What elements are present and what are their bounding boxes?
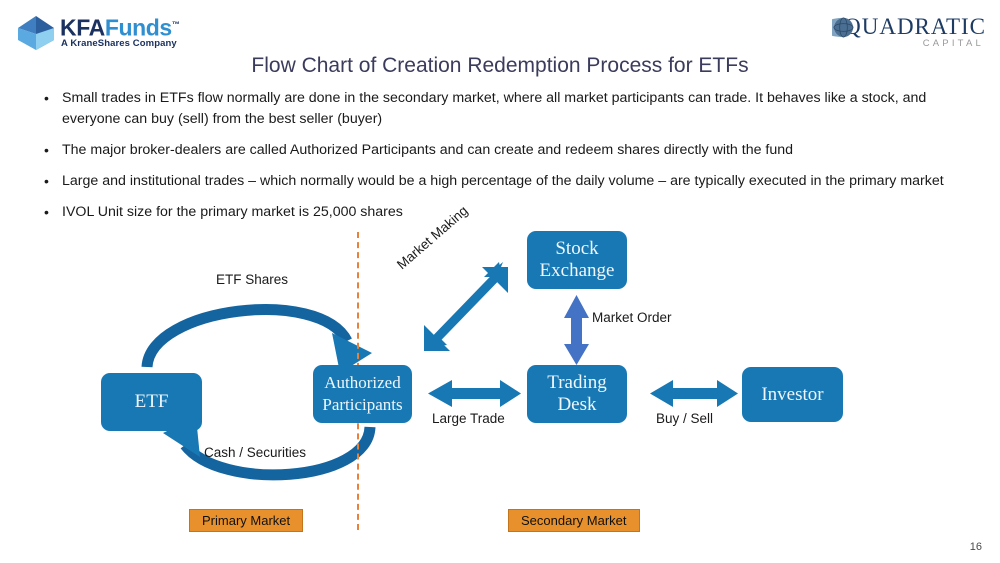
- bullet-marker: •: [44, 90, 49, 106]
- bullet-marker: •: [44, 142, 49, 158]
- kfa-tagline: A KraneShares Company: [61, 38, 177, 49]
- list-item: • Large and institutional trades – which…: [40, 171, 970, 192]
- bullet-marker: •: [44, 204, 49, 220]
- bullet-text: IVOL Unit size for the primary market is…: [62, 204, 403, 220]
- node-investor[interactable]: Investor: [742, 367, 843, 422]
- kfa-funds-logo: KFAFunds™ A KraneShares Company: [16, 12, 196, 54]
- edge-label-cash-securities: Cash / Securities: [204, 445, 307, 460]
- badge-primary-market: Primary Market: [189, 509, 304, 532]
- bullet-text: The major broker-dealers are called Auth…: [62, 142, 794, 158]
- quadratic-rest: UADRATIC: [861, 14, 986, 39]
- page-number: 16: [969, 541, 982, 553]
- globe-icon: [832, 17, 854, 38]
- large-trade-arrow: [428, 380, 521, 407]
- quadratic-capital-logo: QUADRATIC CAPITAL: [828, 14, 988, 54]
- buy-sell-arrow: [650, 380, 738, 407]
- bullet-text: Small trades in ETFs flow normally are d…: [62, 90, 927, 127]
- quadratic-subtitle: CAPITAL: [922, 38, 984, 49]
- edge-label-market-order: Market Order: [592, 310, 672, 325]
- cube-icon: [18, 16, 54, 50]
- edge-label-etf-shares: ETF Shares: [216, 272, 289, 287]
- kfa-wordmark: KFAFunds™: [60, 12, 180, 41]
- quadratic-wordmark: QUADRATIC: [844, 14, 986, 40]
- trademark-symbol: ™: [171, 20, 180, 29]
- bullet-text: Large and institutional trades – which n…: [62, 173, 944, 189]
- node-label: Investor: [761, 383, 824, 405]
- funds-word: Funds: [104, 14, 172, 41]
- bullet-marker: •: [44, 173, 49, 189]
- node-etf[interactable]: ETF: [101, 373, 202, 431]
- market-making-arrow: [424, 262, 508, 351]
- etf-shares-arrow: [141, 304, 372, 373]
- edge-label-large-trade: Large Trade: [432, 411, 505, 426]
- badge-secondary-market: Secondary Market: [508, 509, 640, 532]
- list-item: • Small trades in ETFs flow normally are…: [40, 88, 970, 130]
- node-label: ETF: [134, 391, 169, 412]
- bullet-list: • Small trades in ETFs flow normally are…: [40, 88, 970, 233]
- kfa-word: KFA: [60, 14, 105, 41]
- edge-label-buy-sell: Buy / Sell: [656, 411, 714, 426]
- market-order-arrow: [564, 295, 589, 365]
- page-title: Flow Chart of Creation Redemption Proces…: [251, 54, 749, 77]
- list-item: • The major broker-dealers are called Au…: [40, 140, 970, 161]
- list-item: • IVOL Unit size for the primary market …: [40, 202, 970, 223]
